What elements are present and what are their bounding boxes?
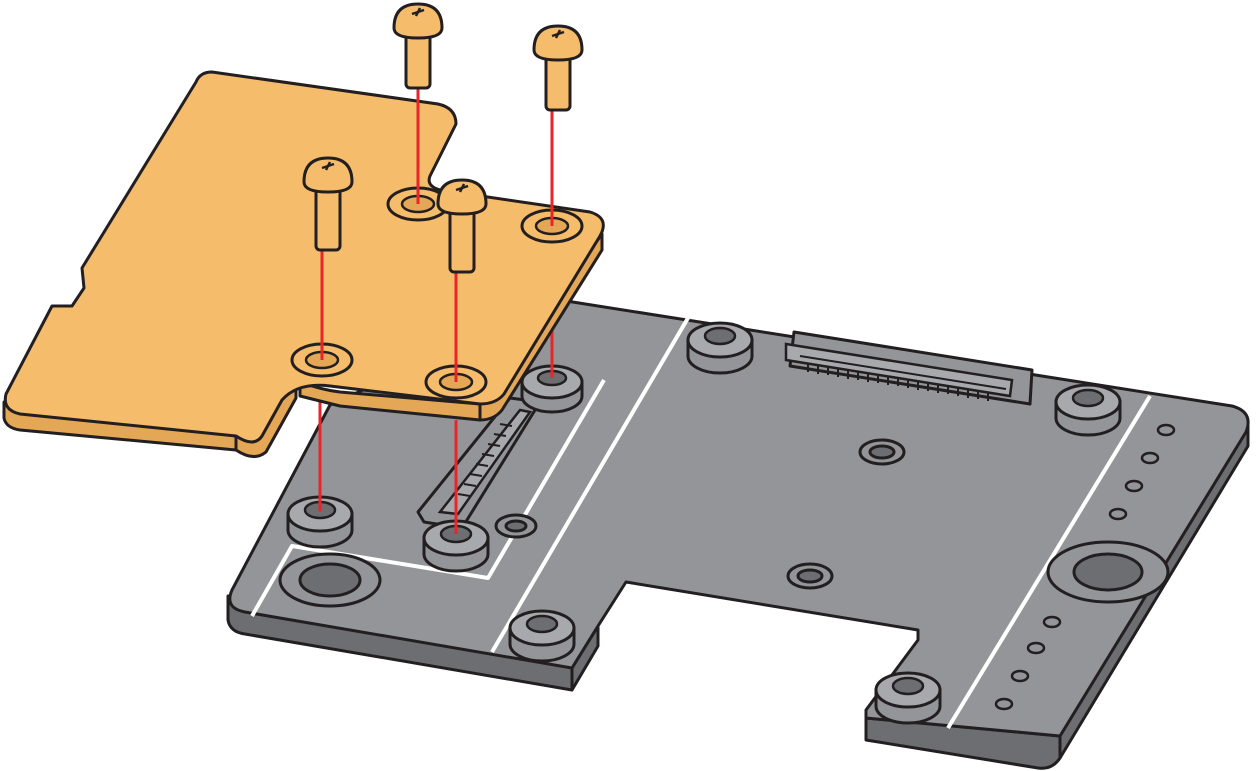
connector-icon bbox=[416, 396, 542, 530]
standoff-icon bbox=[686, 321, 754, 375]
screw-icon bbox=[532, 24, 584, 112]
screw-icon bbox=[436, 178, 488, 274]
guide-lines-lower bbox=[318, 330, 554, 534]
orange-adapter-board bbox=[2, 70, 605, 458]
orange-board-top-face bbox=[3, 70, 605, 444]
screws bbox=[302, 2, 584, 274]
standoff-icon bbox=[1054, 383, 1122, 437]
base-board-holes bbox=[278, 438, 1170, 608]
standoff-icon bbox=[508, 609, 576, 663]
standoff-icon bbox=[874, 671, 942, 725]
screw-icon bbox=[302, 156, 354, 252]
connector-icon bbox=[784, 330, 1034, 406]
pin-holes bbox=[994, 423, 1176, 711]
screw-icon bbox=[392, 2, 444, 90]
base-board-markings bbox=[250, 316, 1152, 730]
guide-lines-upper bbox=[320, 86, 554, 382]
